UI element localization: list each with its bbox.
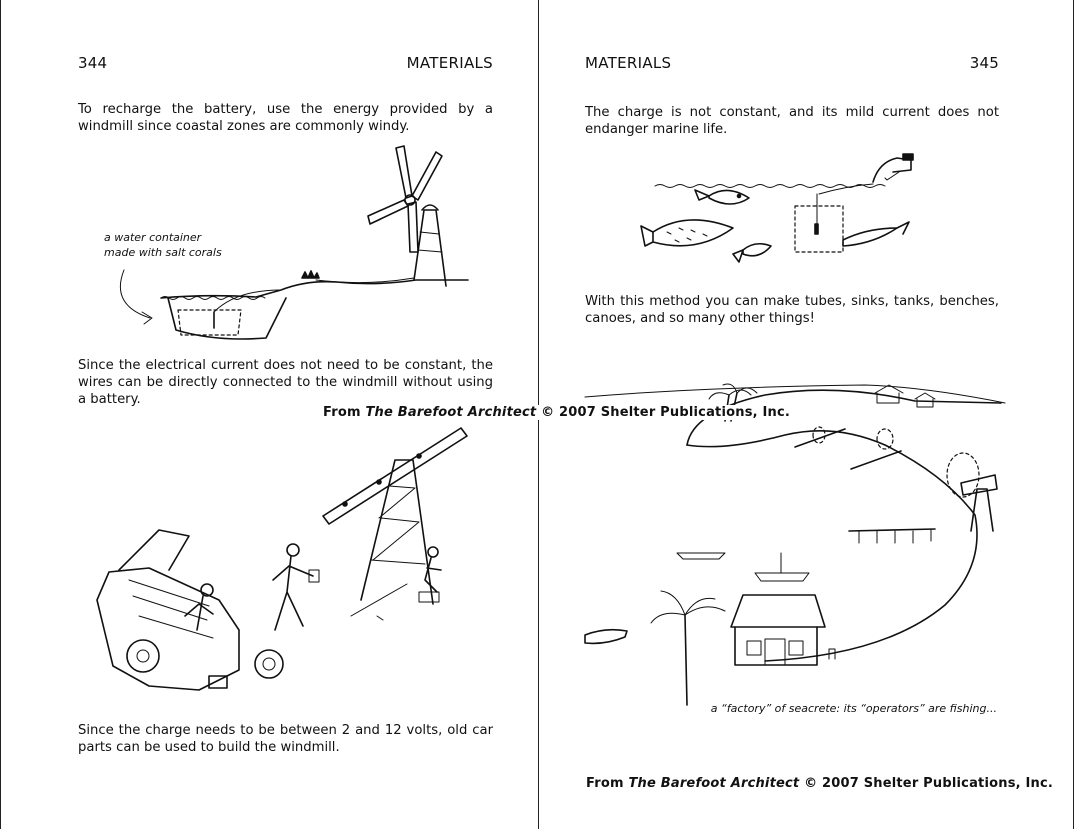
figure-caption: a “factory” of seacrete: its “operators”… bbox=[710, 702, 997, 715]
left-page: 344 MATERIALS To recharge the battery, u… bbox=[0, 0, 493, 829]
copyright-credit: From The Barefoot Architect © 2007 Shelt… bbox=[323, 405, 791, 420]
credit-suffix: © 2007 Shelter Publications, Inc. bbox=[536, 405, 791, 420]
paragraph: Since the electrical current does not ne… bbox=[78, 358, 493, 407]
paragraph: With this method you can make tubes, sin… bbox=[585, 294, 999, 326]
fish-underwater-illustration bbox=[640, 153, 914, 263]
credit-prefix: From bbox=[586, 776, 629, 791]
copyright-credit: From The Barefoot Architect © 2007 Shelt… bbox=[586, 776, 1054, 791]
credit-book-title: The Barefoot Architect bbox=[365, 405, 537, 420]
windmill-container-illustration bbox=[119, 145, 469, 340]
car-parts-windmill-illustration bbox=[96, 427, 468, 691]
credit-book-title: The Barefoot Architect bbox=[628, 776, 800, 791]
running-head: MATERIALS bbox=[585, 54, 672, 72]
credit-prefix: From bbox=[323, 405, 366, 420]
figure-label: a water container made with salt corals bbox=[104, 231, 222, 259]
credit-suffix: © 2007 Shelter Publications, Inc. bbox=[799, 776, 1054, 791]
paragraph: The charge is not constant, and its mild… bbox=[585, 105, 999, 137]
paragraph: Since the charge needs to be between 2 a… bbox=[78, 723, 493, 755]
page-number: 345 bbox=[969, 54, 999, 72]
running-head: MATERIALS bbox=[406, 54, 493, 72]
paragraph: To recharge the battery, use the energy … bbox=[78, 102, 493, 134]
page-number: 344 bbox=[78, 54, 108, 72]
seacrete-factory-illustration bbox=[584, 383, 1006, 706]
